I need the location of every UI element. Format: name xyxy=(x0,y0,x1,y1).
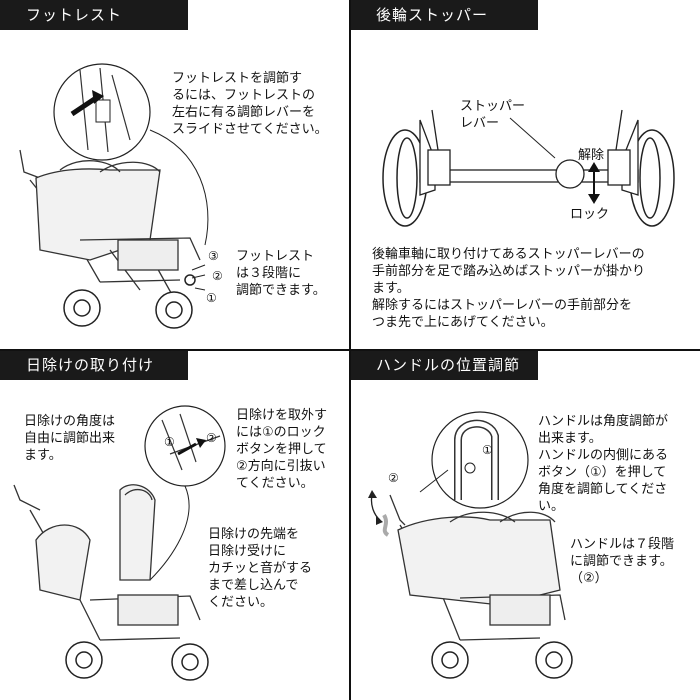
footrest-marker-2: ② xyxy=(212,269,223,283)
lock-label: ロック xyxy=(570,207,610,222)
footrest-marker-1: ① xyxy=(206,291,217,305)
footrest-marker-3: ③ xyxy=(208,249,219,263)
wheels xyxy=(65,641,209,681)
canopy-lock-zoom-circle xyxy=(144,405,226,487)
rear-axle-brake-illustration xyxy=(382,109,675,227)
stopper-lever-label: ストッパー レバー xyxy=(460,99,526,131)
panel-rear-brake: 後輪ストッパー ストッパー レバー 解除 ロック 後輪車軸に取り付けてあるストッ… xyxy=(350,0,700,350)
wheels xyxy=(63,274,196,329)
release-label: 解除 xyxy=(578,148,605,163)
canopy-attach-text: 日除けの先端を 日除け受けに カチッと音がする まで差し込んで ください。 xyxy=(208,527,313,610)
stroller-side-view xyxy=(19,149,201,301)
footrest-steps-text: フットレスト は３段階に 調節できます。 xyxy=(236,249,326,298)
panel-title-canopy: 日除けの取り付け xyxy=(0,350,188,380)
handle-adjust-illustration xyxy=(368,411,573,679)
handle-steps-text: ハンドルは７段階 に調節できます。 （②） xyxy=(570,537,675,586)
handle-marker-1: ① xyxy=(482,443,493,457)
canopy-marker-2: ② xyxy=(206,431,217,445)
lock-release-arrow xyxy=(588,162,600,204)
panel-title-rear-brake: 後輪ストッパー xyxy=(350,0,538,30)
panel-footrest: フットレスト フットレストを調節す るには、フットレストの xyxy=(0,0,350,350)
canopy-angle-text: 日除けの角度は 自由に調節出来 ます。 xyxy=(24,414,116,463)
rear-axle xyxy=(419,109,639,196)
rear-wheels xyxy=(382,129,675,227)
rear-brake-description: 後輪車軸に取り付けてあるストッパーレバーの 手前部分を足で踏み込めばストッパーが… xyxy=(372,247,646,330)
stroller-side-view xyxy=(382,494,566,641)
canopy-marker-1: ① xyxy=(164,435,175,449)
footrest-instruction-text: フットレストを調節す るには、フットレストの 左右に有る調節レバーを スライドさ… xyxy=(172,71,328,137)
handle-button-zoom-circle xyxy=(431,411,529,509)
stopper-lever-knob xyxy=(555,159,585,189)
horizontal-divider xyxy=(0,349,700,351)
canopy-attach-illustration xyxy=(13,405,226,681)
canopy-remove-text: 日除けを取外す には①のロック ボタンを押して ②方向に引抜い てください。 xyxy=(236,408,328,491)
panel-title-footrest: フットレスト xyxy=(0,0,188,30)
handle-angle-text: ハンドルは角度調節が 出来ます。 ハンドルの内側にある ボタン（①）を押して 角… xyxy=(538,414,669,514)
footrest-lever-zoom-circle xyxy=(53,63,151,161)
stroller-footrest-illustration xyxy=(19,63,209,329)
panel-canopy: 日除けの取り付け 日除けの角度は 自由に調節出来 ます。 ① ② 日除けを取外す… xyxy=(0,350,350,700)
wheels xyxy=(431,641,573,679)
handle-marker-2: ② xyxy=(388,471,399,485)
panel-title-handle: ハンドルの位置調節 xyxy=(350,350,538,380)
stroller-side-view xyxy=(13,484,201,641)
rotate-arrow-icon xyxy=(370,494,381,521)
panel-handle: ハンドルの位置調節 ① ② ハンドルは角度調節が 出来ます。 ハンドルの内側にあ… xyxy=(350,350,700,700)
